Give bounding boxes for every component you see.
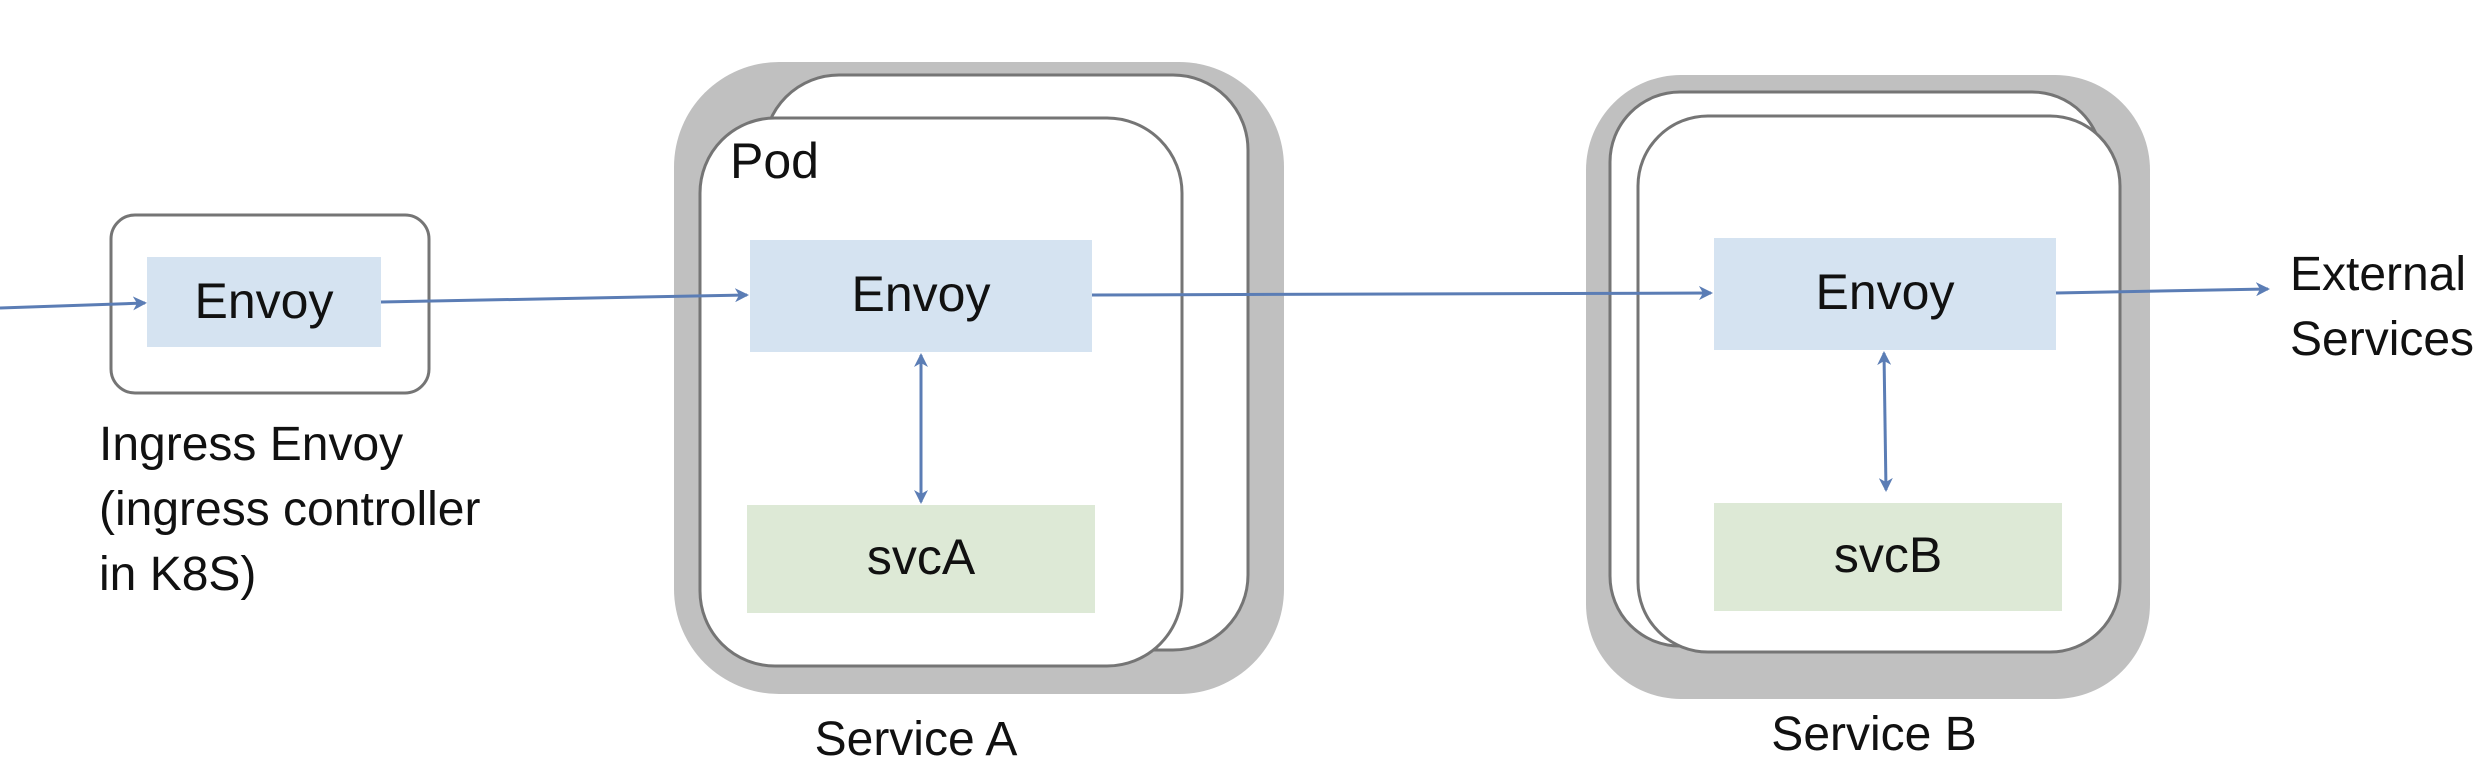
service-b-to-external-arrow bbox=[2055, 282, 2270, 297]
service-a-group: Pod Envoy svcA Service A bbox=[674, 62, 1284, 766]
service-a-to-service-b-arrow bbox=[1091, 286, 1713, 301]
ingress-envoy-proxy bbox=[147, 257, 381, 347]
svc-a-label: svcA bbox=[867, 529, 976, 585]
svc-b-label: svcB bbox=[1834, 527, 1942, 583]
external-services-line-2: Services bbox=[2290, 313, 2474, 366]
service-b-group: Envoy svcB Service B bbox=[1586, 75, 2150, 761]
service-b-envoy-label: Envoy bbox=[1816, 264, 1955, 320]
pod-label: Pod bbox=[730, 133, 819, 189]
ingress-to-service-a-arrow bbox=[380, 288, 749, 304]
ingress-envoy-label: Envoy bbox=[195, 273, 334, 329]
svc-b-box bbox=[1714, 503, 2062, 611]
service-a-caption: Service A bbox=[815, 713, 1018, 766]
ingress-caption-line-2: (ingress controller bbox=[99, 483, 480, 536]
external-services: External Services bbox=[2290, 248, 2474, 366]
service-a-envoy-label: Envoy bbox=[852, 266, 991, 322]
service-b-caption: Service B bbox=[1771, 708, 1976, 761]
ingress-caption-line-3: in K8S) bbox=[99, 548, 256, 601]
incoming-traffic-arrow bbox=[0, 296, 147, 311]
ingress-envoy-group: Envoy Ingress Envoy (ingress controller … bbox=[99, 213, 480, 601]
service-a-envoy-proxy bbox=[750, 240, 1092, 352]
service-b-envoy-proxy bbox=[1714, 238, 2056, 350]
external-services-line-1: External bbox=[2290, 248, 2466, 301]
svc-a-box bbox=[747, 505, 1095, 613]
ingress-caption-line-1: Ingress Envoy bbox=[99, 418, 403, 471]
service-b-envoy-svc-arrow bbox=[1877, 351, 1893, 492]
